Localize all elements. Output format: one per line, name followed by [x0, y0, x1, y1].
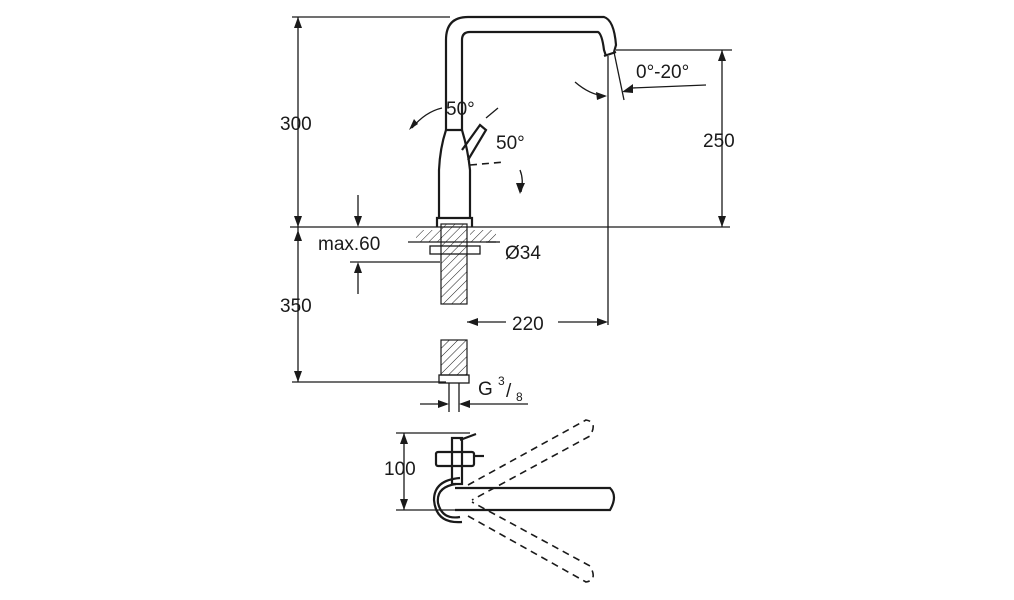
dimension-lever-angle-1: 50°	[409, 99, 475, 130]
dimension-350: 350	[280, 227, 446, 383]
label-spout-tilt: 0°-20°	[636, 62, 689, 83]
label-thread-slash: /	[506, 381, 512, 402]
mounting-shank	[429, 223, 481, 412]
dimension-thread: G 3 / 8	[420, 374, 528, 408]
label-250: 250	[703, 131, 735, 152]
label-thread-denominator: 8	[516, 390, 523, 404]
dimension-220: 220	[467, 314, 608, 335]
label-diameter: Ø34	[505, 243, 541, 264]
label-350: 350	[280, 296, 312, 317]
dimension-diameter: Ø34	[486, 240, 556, 264]
label-thread-numerator: 3	[498, 374, 505, 388]
label-300: 300	[280, 114, 312, 135]
label-max60: max.60	[318, 234, 380, 255]
dimension-max60: max.60	[318, 195, 440, 294]
plan-view	[432, 419, 616, 583]
dimension-250: 250	[616, 49, 735, 227]
dimension-100: 100	[384, 432, 470, 511]
dimension-300: 300	[280, 16, 450, 227]
dimension-spout-tilt: 0°-20°	[574, 51, 707, 325]
label-100: 100	[384, 459, 416, 480]
dimension-lever-angle-2: 50°	[485, 107, 525, 194]
countertop-section	[408, 230, 500, 243]
label-lever-angle-2: 50°	[496, 133, 525, 154]
label-lever-angle-1: 50°	[446, 99, 475, 120]
label-thread-g: G	[478, 379, 493, 400]
label-220: 220	[512, 314, 544, 335]
faucet-body	[435, 15, 618, 227]
